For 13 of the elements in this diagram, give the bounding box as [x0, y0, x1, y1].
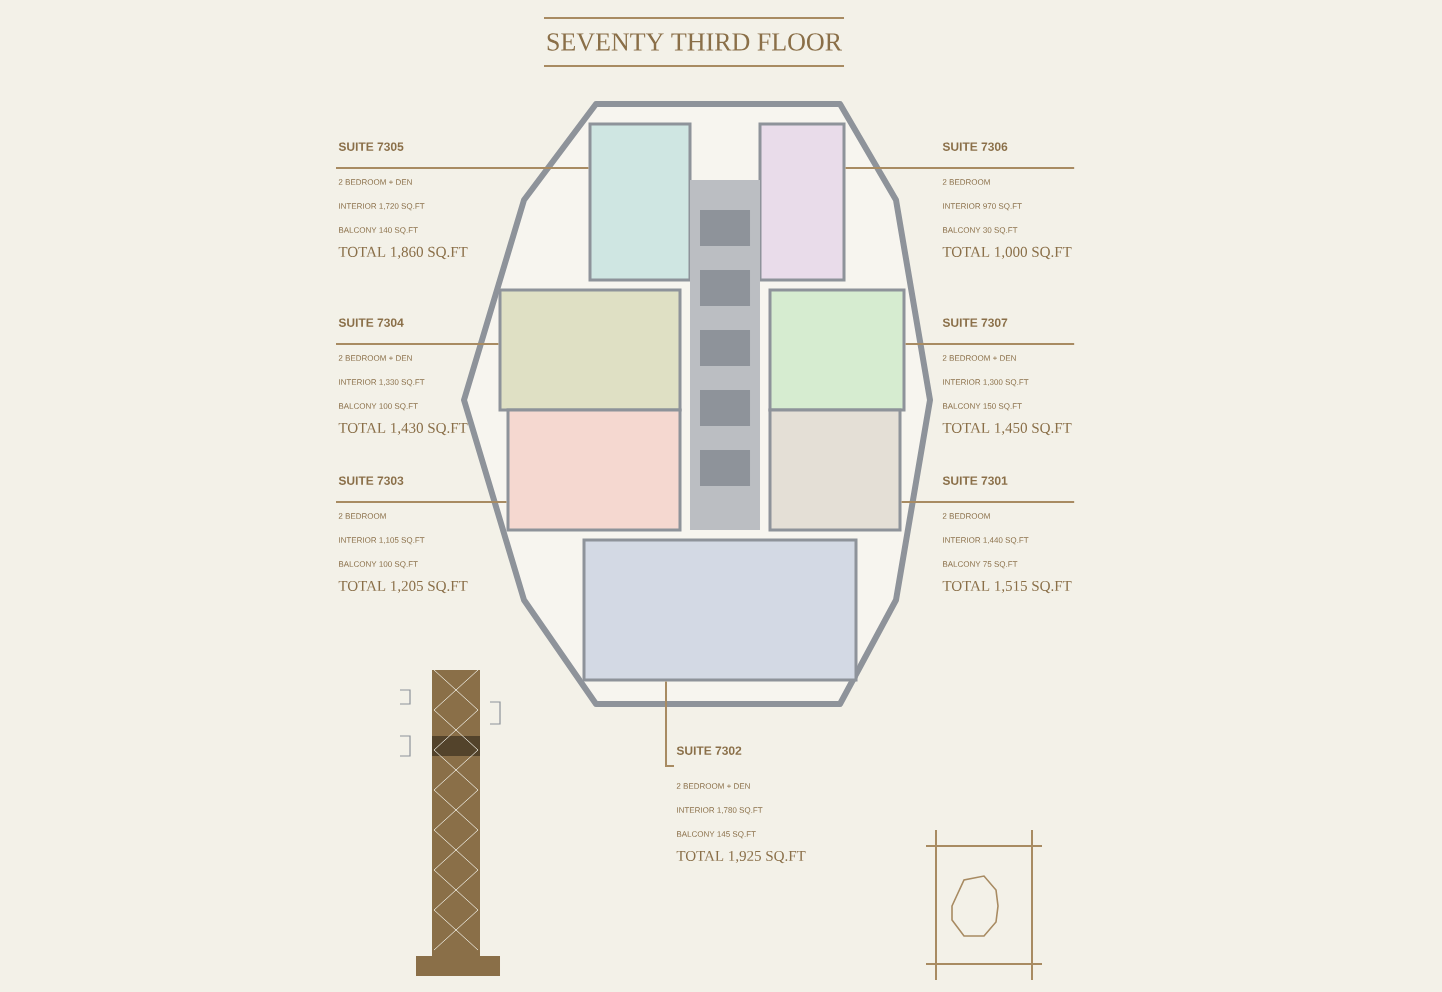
suite-area [758, 122, 846, 282]
leader-line [844, 167, 1076, 169]
suite-area [768, 288, 906, 412]
leader-line [900, 501, 1076, 503]
suite-area [498, 288, 682, 412]
leader-line [335, 167, 590, 169]
leader-line [904, 343, 1076, 345]
title: SEVENTY THIRD FLOOR [547, 33, 842, 51]
suite-area [588, 122, 692, 282]
leader-line [665, 680, 675, 767]
suite-area [768, 408, 902, 532]
suite-area [582, 538, 858, 682]
suite-area [506, 408, 682, 532]
